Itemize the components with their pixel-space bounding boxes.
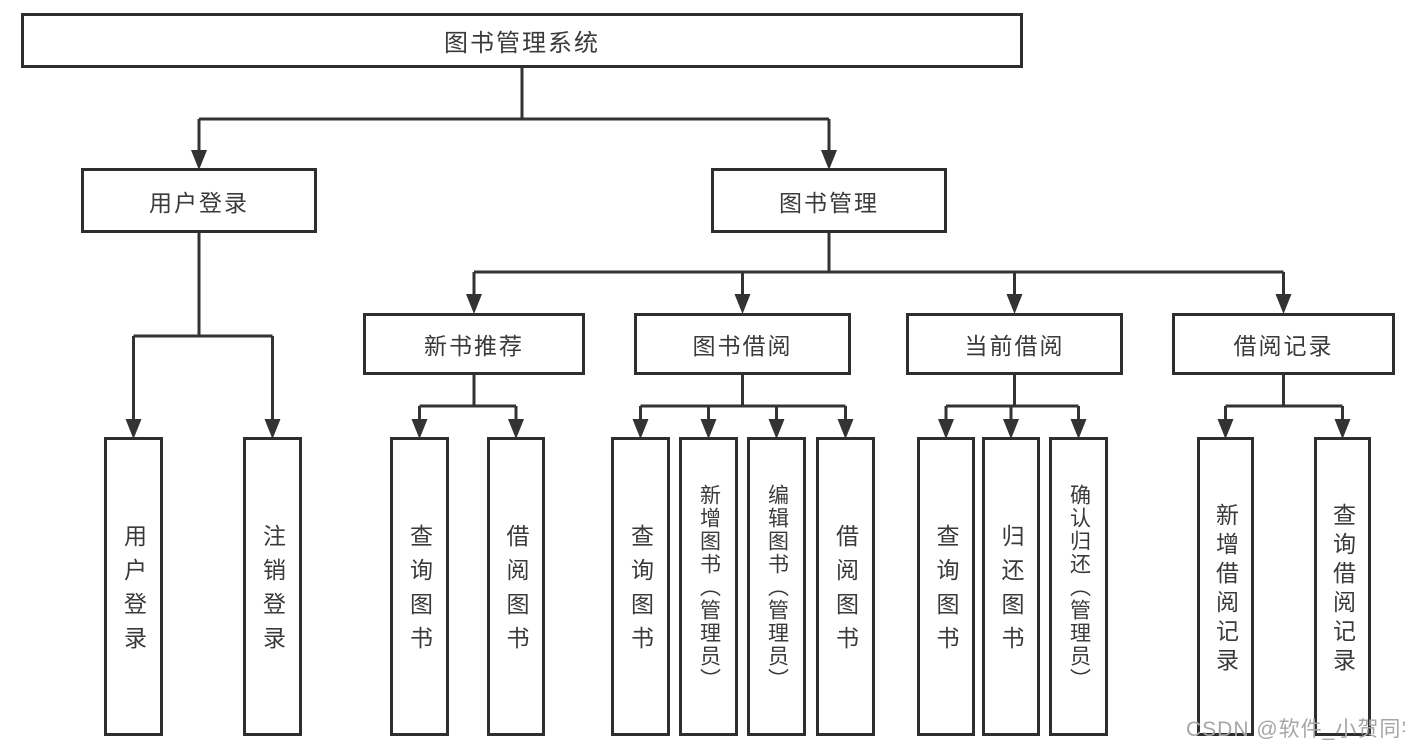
node-leaf-add-books-admin: 新增图书（管理员）	[679, 437, 738, 736]
connector-segments	[132, 66, 1344, 423]
node-leaf-borrow-books-1: 借阅图书	[487, 437, 545, 736]
node-leaf-borrow-books-2: 借阅图书	[816, 437, 875, 736]
node-label: 借阅图书	[832, 524, 859, 660]
node-label: 当前借阅	[964, 333, 1065, 359]
node-label: 确认归还（管理员）	[1067, 484, 1091, 691]
node-leaf-edit-books-admin: 编辑图书（管理员）	[747, 437, 806, 736]
node-leaf-user-login: 用户登录	[104, 437, 163, 736]
node-label: 图书管理	[779, 189, 879, 216]
node-leaf-return-books: 归还图书	[982, 437, 1040, 736]
node-library-management-system: 图书管理系统	[21, 13, 1023, 68]
node-label: 查询图书	[406, 524, 433, 660]
node-new-book-recommend: 新书推荐	[363, 313, 585, 375]
node-label: 借阅记录	[1233, 333, 1334, 359]
node-label: 注销登录	[259, 524, 286, 660]
node-leaf-add-borrow-record: 新增借阅记录	[1197, 437, 1254, 736]
node-label: 用户登录	[149, 189, 249, 216]
node-label: 图书管理系统	[444, 30, 600, 57]
node-leaf-query-books-3: 查询图书	[917, 437, 975, 736]
node-label: 新增借阅记录	[1212, 502, 1239, 677]
node-label: 归还图书	[998, 524, 1024, 660]
node-label: 新书推荐	[424, 333, 524, 359]
node-label: 图书借阅	[692, 333, 793, 359]
node-label: 查询图书	[933, 524, 959, 660]
csdn-watermark: CSDN @软件_小贺同学	[1186, 718, 1405, 741]
node-leaf-confirm-return-admin: 确认归还（管理员）	[1049, 437, 1108, 736]
node-leaf-query-books-1: 查询图书	[390, 437, 449, 736]
node-leaf-query-borrow-record: 查询借阅记录	[1314, 437, 1371, 736]
node-borrow-records: 借阅记录	[1172, 313, 1395, 375]
node-current-borrow: 当前借阅	[906, 313, 1123, 375]
node-label: 用户登录	[120, 524, 147, 660]
arrowheads	[125, 150, 1351, 439]
node-leaf-logout: 注销登录	[243, 437, 302, 736]
node-leaf-query-books-2: 查询图书	[611, 437, 670, 736]
node-book-borrow: 图书借阅	[634, 313, 851, 375]
node-user-login: 用户登录	[81, 168, 317, 233]
node-label: 借阅图书	[503, 524, 529, 660]
node-label: 查询图书	[627, 524, 654, 660]
node-label: 编辑图书（管理员）	[765, 484, 789, 691]
node-label: 查询借阅记录	[1329, 502, 1356, 677]
node-book-management: 图书管理	[711, 168, 947, 233]
node-label: 新增图书（管理员）	[697, 484, 721, 691]
